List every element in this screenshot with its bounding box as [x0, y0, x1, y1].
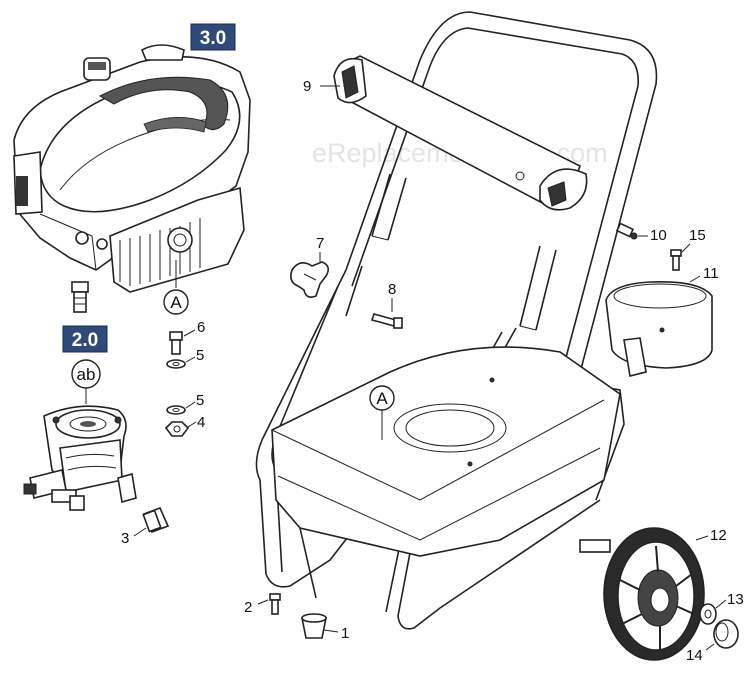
callout-9: 9	[303, 78, 311, 95]
screw-15	[670, 249, 682, 271]
bolt-8	[370, 313, 403, 329]
frame-assembly	[255, 11, 658, 630]
foot-1	[301, 613, 327, 639]
handle-grip-9	[333, 55, 588, 211]
hubcap-14	[713, 619, 739, 649]
engine-badge-label: 3.0	[200, 28, 226, 49]
bolt-6	[169, 331, 183, 355]
svg-text:A: A	[170, 293, 182, 312]
svg-text:ab: ab	[77, 365, 96, 384]
callout-12: 12	[710, 527, 727, 544]
screw-10	[615, 222, 638, 240]
callout-14: 14	[686, 647, 703, 664]
screw-2	[269, 593, 281, 615]
pump-assembly	[23, 405, 137, 511]
holder-11	[605, 280, 713, 377]
callout-8: 8	[388, 281, 396, 298]
callout-5-lower: 5	[196, 392, 204, 409]
pump-ref-circle: ab	[71, 359, 101, 389]
callout-4: 4	[197, 414, 205, 431]
callout-3: 3	[121, 530, 129, 547]
callout-6: 6	[197, 319, 205, 336]
pump-badge-label: 2.0	[72, 330, 98, 351]
knob-7	[290, 261, 330, 298]
callout-15: 15	[689, 227, 706, 244]
fitting-3	[142, 506, 170, 534]
frame-ref-circle: A	[369, 385, 395, 411]
callout-10: 10	[650, 227, 667, 244]
pump-badge: 2.0	[62, 325, 108, 353]
callout-5-upper: 5	[196, 347, 204, 364]
washer-13	[699, 603, 717, 625]
callout-11: 11	[703, 265, 719, 282]
svg-text:A: A	[376, 389, 388, 408]
engine-assembly	[13, 44, 251, 293]
callout-1: 1	[341, 625, 349, 642]
callout-13: 13	[727, 591, 744, 608]
wheel-12	[579, 527, 705, 661]
callout-2: 2	[244, 599, 252, 616]
engine-ref-circle: A	[163, 289, 189, 315]
washer-5-upper	[166, 359, 186, 369]
pump-coupler	[71, 281, 89, 313]
engine-badge: 3.0	[190, 23, 236, 51]
callout-7: 7	[316, 235, 324, 252]
nut-4	[164, 421, 190, 437]
washer-5-lower	[166, 405, 186, 415]
